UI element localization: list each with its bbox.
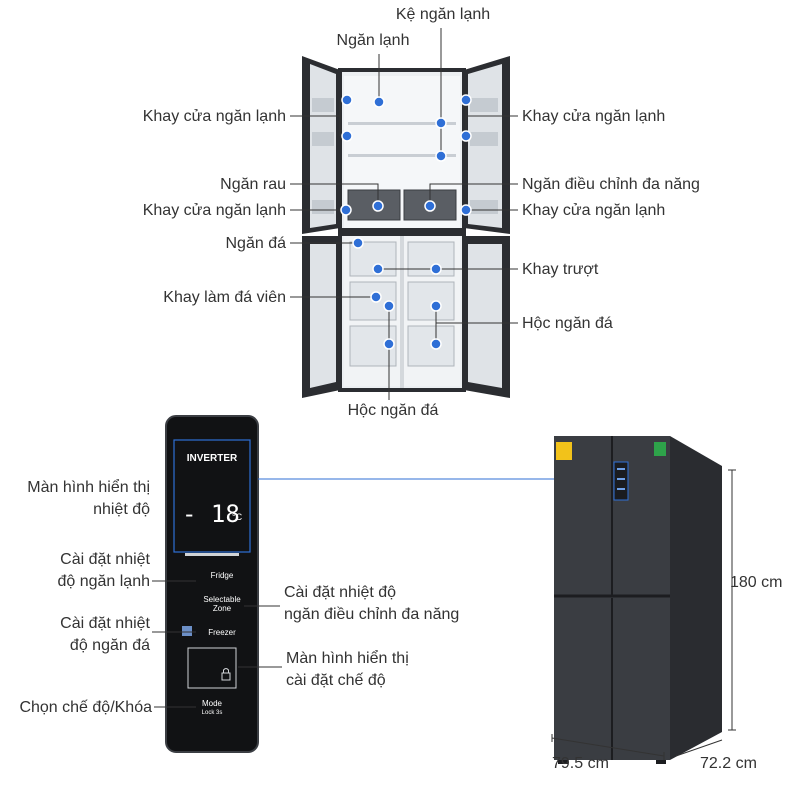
label-display-line1: Màn hình hiển thị bbox=[27, 478, 150, 496]
svg-text:°C: °C bbox=[232, 512, 243, 522]
dim-width: 79.5 cm bbox=[552, 755, 609, 772]
label-door-tray-right-mid: Khay cửa ngăn lạnh bbox=[522, 202, 665, 219]
zone-button-line2[interactable]: Zone bbox=[213, 604, 232, 613]
panel-body bbox=[165, 415, 259, 753]
label-display-line2: nhiệt độ bbox=[93, 501, 150, 518]
label-vegetable-drawer: Ngăn rau bbox=[220, 176, 286, 193]
label-zone-temp-line2: ngăn điều chỉnh đa năng bbox=[284, 606, 459, 623]
dim-height: 180 cm bbox=[730, 574, 782, 591]
label-mode-display-line1: Màn hình hiển thị bbox=[286, 649, 409, 667]
label-multi-zone: Ngăn điều chỉnh đa năng bbox=[522, 176, 700, 193]
snowflake-icon bbox=[182, 626, 192, 636]
door-display bbox=[613, 461, 629, 501]
panel-callouts: Màn hình hiển thị nhiệt độ Cài đặt nhiệt… bbox=[19, 478, 459, 716]
label-ice-tray: Khay làm đá viên bbox=[163, 289, 286, 306]
dim-depth: 72.2 cm bbox=[700, 755, 757, 772]
open-fridge-illustration bbox=[302, 56, 510, 398]
label-zone-temp-line1: Cài đặt nhiệt độ bbox=[284, 584, 396, 601]
closed-fridge-illustration bbox=[554, 436, 722, 764]
label-fridge-shelf: Kệ ngăn lạnh bbox=[396, 6, 490, 23]
label-freezer-temp-line2: độ ngăn đá bbox=[70, 637, 150, 654]
temperature-display: - 18 °C bbox=[182, 500, 243, 528]
freezer-button[interactable]: Freezer bbox=[208, 628, 236, 637]
label-door-tray-left-mid: Khay cửa ngăn lạnh bbox=[143, 202, 286, 219]
zone-button-line1[interactable]: Selectable bbox=[203, 595, 241, 604]
label-fridge-temp-line2: độ ngăn lạnh bbox=[57, 573, 150, 590]
energy-label-badge bbox=[556, 442, 572, 460]
fridge-button[interactable]: Fridge bbox=[211, 571, 234, 580]
panel-brand: INVERTER bbox=[187, 453, 238, 464]
svg-text:- 18: - 18 bbox=[182, 500, 240, 528]
label-mode-display-line2: cài đặt chế độ bbox=[286, 672, 386, 689]
eco-badge bbox=[654, 442, 666, 456]
label-fridge-compartment: Ngăn lạnh bbox=[337, 32, 410, 49]
label-door-tray-right-top: Khay cửa ngăn lạnh bbox=[522, 108, 665, 125]
lock-icon bbox=[221, 668, 231, 681]
dimensions: 180 cm 79.5 cm 72.2 cm bbox=[551, 469, 782, 772]
label-mode-lock: Chọn chế độ/Khóa bbox=[19, 699, 152, 716]
mode-display bbox=[187, 647, 237, 689]
label-door-tray-left-top: Khay cửa ngăn lạnh bbox=[143, 108, 286, 125]
label-freezer-temp-line1: Cài đặt nhiệt bbox=[60, 615, 150, 632]
label-freezer-drawer-bottom: Hộc ngăn đá bbox=[348, 402, 439, 419]
top-callouts: Kệ ngăn lạnh Ngăn lạnh Khay cửa ngăn lạn… bbox=[143, 6, 700, 419]
label-freezer-drawer-right: Hộc ngăn đá bbox=[522, 315, 613, 332]
label-fridge-temp-line1: Cài đặt nhiệt bbox=[60, 551, 150, 568]
control-panel: INVERTER - 18 °C Fridge Selectable Zone … bbox=[165, 415, 259, 753]
lock-hint: Lock 3s bbox=[202, 710, 223, 716]
label-sliding-tray: Khay trượt bbox=[522, 261, 599, 278]
fridge-side bbox=[670, 436, 722, 760]
mode-button[interactable]: Mode bbox=[202, 699, 223, 708]
label-freezer-compartment: Ngăn đá bbox=[226, 235, 287, 252]
